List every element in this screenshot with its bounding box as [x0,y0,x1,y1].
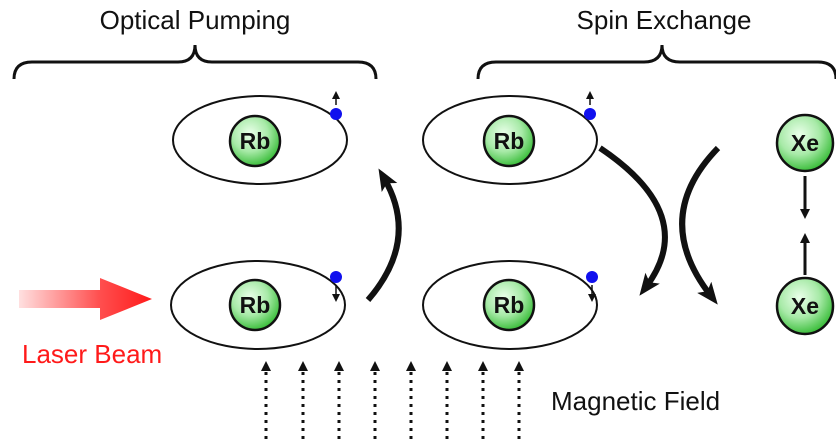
rb-atom-top-right: Rb [422,91,598,185]
rb-atom-bottom-left: Rb [170,260,346,350]
xe-nucleus [775,276,835,336]
xe-nucleus [775,113,835,173]
spin-exchange-title: Spin Exchange [577,5,752,35]
laser-beam-arrow-icon [19,278,152,320]
spin-exchange-brace-icon [476,44,836,80]
rb-nucleus [482,278,536,332]
exchange-right-curved-arrow-icon [679,145,721,305]
orbit-ellipse [170,260,346,350]
rb-atom-bottom-right: Rb [422,260,598,350]
rb-nucleus [482,114,536,168]
rb-atom-top-left: Rb [172,91,348,185]
optical-pumping-brace-icon [12,44,378,80]
xe-atom-top: Xe [775,113,835,173]
electron-icon [584,108,596,120]
orbit-ellipse [422,260,598,350]
magnetic-field-label: Magnetic Field [551,386,720,416]
electron-icon [330,108,342,120]
rb-label: Rb [494,128,525,154]
xe-label: Xe [791,293,819,319]
electron-icon [330,271,342,283]
rb-nucleus [228,114,282,168]
rb-nucleus [228,278,282,332]
orbit-ellipse [422,95,598,185]
exchange-left-curved-arrow-icon [598,145,668,296]
magnetic-field-arrows [261,361,524,439]
pumping-curved-arrow-icon [365,168,402,302]
electron-icon [586,271,598,283]
rb-label: Rb [240,128,271,154]
optical-pumping-title: Optical Pumping [100,5,291,35]
rb-label: Rb [494,292,525,318]
rb-label: Rb [240,292,271,318]
xe-label: Xe [791,130,819,156]
orbit-ellipse [172,95,348,185]
laser-beam-label: Laser Beam [22,339,162,369]
xe-atom-bottom: Xe [775,276,835,336]
